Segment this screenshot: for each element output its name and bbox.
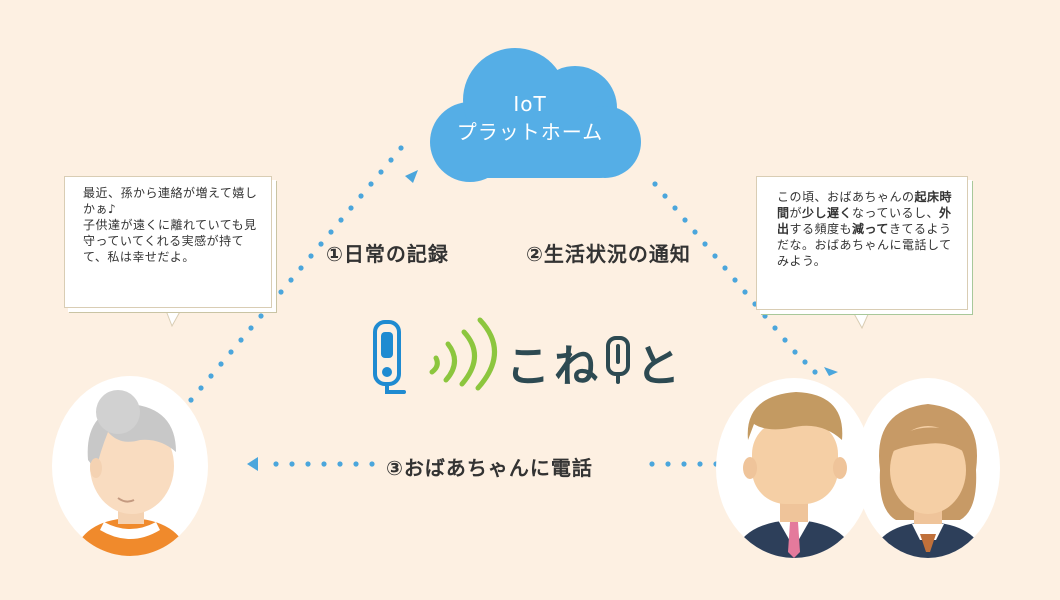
father-avatar — [716, 378, 872, 558]
wordmark-text-end: と — [636, 341, 684, 392]
bubble-left-tail — [164, 307, 183, 328]
grandma-speech-text: 最近、孫から連絡が増えて嬉しかぁ♪ 子供達が遠くに離れていても見守っていてくれる… — [83, 186, 258, 264]
arrow-notify — [652, 181, 838, 376]
cloud-label-line2: プラットホーム — [456, 120, 604, 144]
mother-avatar — [856, 378, 1000, 558]
grandma-speech-bubble: 最近、孫から連絡が増えて嬉しかぁ♪ 子供達が遠くに離れていても見守っていてくれる… — [64, 176, 272, 308]
grandma-avatar — [52, 376, 208, 556]
step-notify-label: ②生活状況の通知 — [526, 242, 691, 266]
family-speech-bubble: この頃、おばあちゃんの起床時間が少し遅くなっているし、外出する頻度も減ってきてる… — [756, 176, 968, 310]
step-call-label: ③おばあちゃんに電話 — [386, 456, 593, 480]
step-record-label: ①日常の記録 — [326, 242, 449, 266]
wordmark-text: こね — [506, 341, 602, 392]
konekoto-wordmark: こねと — [506, 330, 684, 394]
cloud-icon — [430, 48, 641, 182]
family-speech-text: この頃、おばあちゃんの起床時間が少し遅くなっているし、外出する頻度も減ってきてる… — [777, 190, 953, 268]
wordmark-device-icon — [606, 336, 630, 384]
cloud-label-line1: IoT — [513, 92, 547, 116]
cloud-label: IoT プラットホーム — [420, 90, 640, 146]
konekoto-logo-icon — [373, 317, 497, 394]
bubble-right-tail — [851, 309, 871, 330]
